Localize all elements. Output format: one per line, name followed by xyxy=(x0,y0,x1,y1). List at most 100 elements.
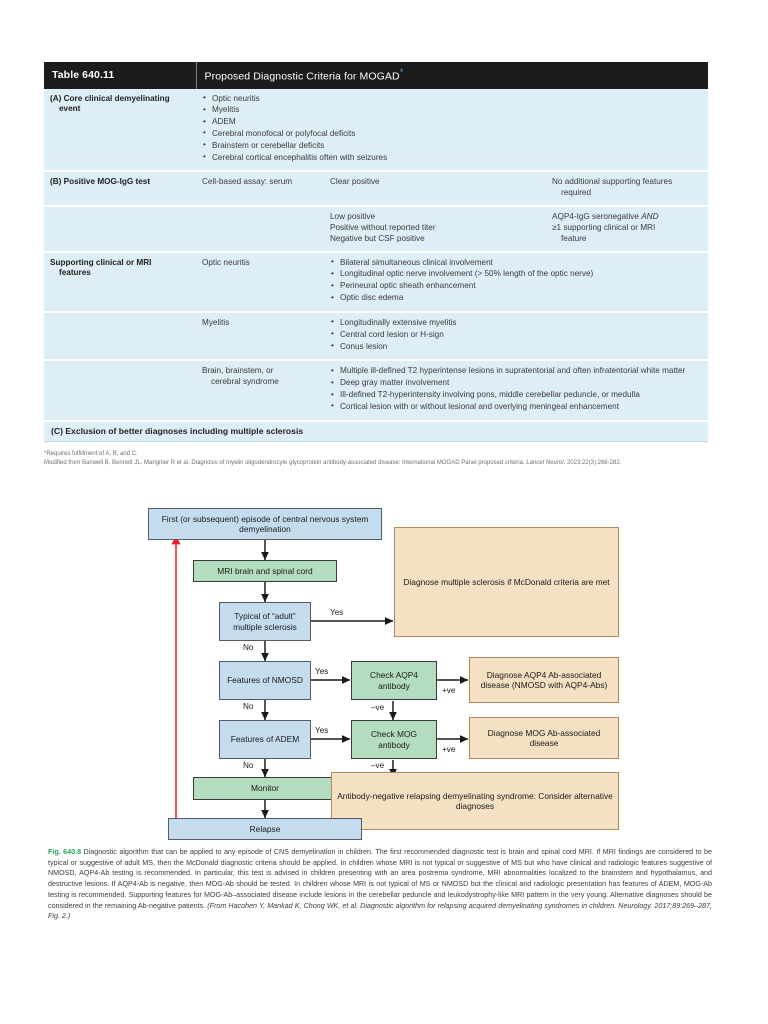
edge-label-neg-mog: –ve xyxy=(371,761,385,770)
node-typical-ms[interactable]: Typical of “adult” multiple sclerosis xyxy=(219,602,311,641)
table-title-text: Proposed Diagnostic Criteria for MOGAD xyxy=(204,70,400,83)
node-monitor-label: Monitor xyxy=(251,783,279,794)
requirement-line2: required xyxy=(561,188,592,198)
node-features-adem[interactable]: Features of ADEM xyxy=(219,720,311,759)
supporting-label-line1: Supporting clinical or MRI xyxy=(50,257,152,267)
node-diagnose-mog[interactable]: Diagnose MOG Ab-associated disease xyxy=(469,717,619,759)
list-item: Deep gray matter involvement xyxy=(330,378,702,389)
requirement-line1: AQP4-IgG seronegative AND xyxy=(552,212,702,223)
row-b2-requirement: AQP4-IgG seronegative AND ≥1 supporting … xyxy=(546,206,709,253)
row-s2-label xyxy=(44,311,196,362)
row-b-requirement: No additional supporting features requir… xyxy=(546,171,709,208)
requirement-line3: feature xyxy=(561,233,587,243)
row-a-label-line2: event xyxy=(59,104,81,114)
list-item: Optic neuritis xyxy=(202,93,702,105)
edge-label-pos-aqp4: +ve xyxy=(442,686,456,695)
node-antibody-negative[interactable]: Antibody-negative relapsing demyelinatin… xyxy=(331,772,619,830)
list-item: Cerebral monofocal or polyfocal deficits xyxy=(202,128,702,140)
category-line1: Brain, brainstem, or xyxy=(202,366,274,376)
node-features-nmosd[interactable]: Features of NMOSD xyxy=(219,661,311,700)
row-b-assay: Cell-based assay: serum xyxy=(196,171,324,208)
table-row: (C) Exclusion of better diagnoses includ… xyxy=(44,420,709,442)
table-row: Low positive Positive without reported t… xyxy=(44,206,709,253)
table-title: Proposed Diagnostic Criteria for MOGAD* xyxy=(196,62,709,89)
list-item: Longitudinally extensive myelitis xyxy=(330,317,702,329)
supporting-label-line2: features xyxy=(59,268,91,278)
node-check-mog-label: Check MOG antibody xyxy=(370,729,418,750)
table-row: (A) Core clinical demyelinating event Op… xyxy=(44,88,709,173)
bullet-list: Longitudinally extensive myelitis Centra… xyxy=(330,317,702,353)
supporting-bullets: Longitudinally extensive myelitis Centra… xyxy=(324,311,709,362)
row-s3-label xyxy=(44,360,196,422)
source-post: 2023;22(3):268-282. xyxy=(565,460,622,467)
requirement-line1: No additional supporting features xyxy=(552,177,673,187)
supporting-category: Brain, brainstem, or cerebral syndrome xyxy=(196,360,324,422)
criteria-table-container: Table 640.11 Proposed Diagnostic Criteri… xyxy=(44,62,709,442)
list-item: Longitudinal optic nerve involvement (> … xyxy=(330,269,702,280)
node-diagnose-mog-label: Diagnose MOG Ab-associated disease xyxy=(487,727,601,748)
list-item: Cerebral cortical encephalitis often wit… xyxy=(202,152,702,164)
row-b2-assay xyxy=(196,206,324,253)
node-diagnose-aqp4-label: Diagnose AQP4 Ab-associated disease (NMO… xyxy=(480,669,608,690)
edge-label-yes-adem: Yes xyxy=(315,726,329,735)
table-header-row: Table 640.11 Proposed Diagnostic Criteri… xyxy=(44,62,709,89)
node-episode-label: First (or subsequent) episode of central… xyxy=(161,513,369,534)
node-check-mog[interactable]: Check MOG antibody xyxy=(351,720,437,759)
supporting-category: Myelitis xyxy=(196,311,324,362)
edge-label-yes-nmosd: Yes xyxy=(315,667,329,676)
row-a-label-line1: (A) Core clinical demyelinating xyxy=(50,93,170,103)
result-line: Negative but CSF positive xyxy=(330,233,425,243)
bullet-list: Optic neuritis Myelitis ADEM Cerebral mo… xyxy=(202,93,702,164)
criteria-table: Table 640.11 Proposed Diagnostic Criteri… xyxy=(44,62,709,442)
node-monitor[interactable]: Monitor xyxy=(193,777,337,800)
table-row: (B) Positive MOG-IgG test Cell-based ass… xyxy=(44,171,709,208)
node-mri[interactable]: MRI brain and spinal cord xyxy=(193,560,337,582)
node-antibody-negative-label: Antibody-negative relapsing demyelinatin… xyxy=(337,790,613,811)
node-features-nmosd-label: Features of NMOSD xyxy=(227,675,303,686)
node-relapse-label: Relapse xyxy=(249,823,281,834)
source-journal: Lancet Neurol. xyxy=(526,460,566,467)
node-diagnose-ms-label: Diagnose multiple sclerosis if McDonald … xyxy=(403,576,610,587)
row-b-label: (B) Positive MOG-IgG test xyxy=(44,171,196,208)
list-item: Central cord lesion or H-sign xyxy=(330,329,702,341)
edge-label-no-ms: No xyxy=(243,643,254,652)
node-check-aqp4-label: Check AQP4 antibody xyxy=(370,670,418,691)
list-item: Conus lesion xyxy=(330,341,702,353)
edge-label-neg-aqp4: –ve xyxy=(371,703,385,712)
list-item: Perineural optic sheath enhancement xyxy=(330,281,702,292)
table-footnotes: *Requires fulfillment of A, B, and C. Mo… xyxy=(44,450,708,469)
title-asterisk: * xyxy=(399,67,404,77)
row-supporting-label: Supporting clinical or MRI features xyxy=(44,251,196,313)
table-row: Supporting clinical or MRI features Opti… xyxy=(44,251,709,313)
node-mri-label: MRI brain and spinal cord xyxy=(217,565,313,576)
node-diagnose-aqp4[interactable]: Diagnose AQP4 Ab-associated disease (NMO… xyxy=(469,657,619,703)
list-item: Bilateral simultaneous clinical involvem… xyxy=(330,257,702,269)
row-b2-label xyxy=(44,206,196,253)
edge-label-pos-mog: +ve xyxy=(442,745,456,754)
edge-label-yes-ms: Yes xyxy=(330,608,344,617)
table-row: Brain, brainstem, or cerebral syndrome M… xyxy=(44,360,709,422)
node-episode[interactable]: First (or subsequent) episode of central… xyxy=(148,508,382,540)
list-item: Myelitis xyxy=(202,105,702,116)
bullet-list: Multiple ill-defined T2 hyperintense les… xyxy=(330,366,702,412)
list-item: Multiple ill-defined T2 hyperintense les… xyxy=(330,366,702,377)
supporting-bullets: Multiple ill-defined T2 hyperintense les… xyxy=(324,360,709,422)
row-c-label: (C) Exclusion of better diagnoses includ… xyxy=(44,420,709,442)
footnote-source: Modified from Banwell B, Bennett JL, Mar… xyxy=(44,459,708,468)
row-a-label: (A) Core clinical demyelinating event xyxy=(44,88,196,173)
node-check-aqp4[interactable]: Check AQP4 antibody xyxy=(351,661,437,700)
table-row: Myelitis Longitudinally extensive myelit… xyxy=(44,311,709,362)
row-b2-results: Low positive Positive without reported t… xyxy=(324,206,546,253)
requirement-pre: AQP4-IgG seronegative xyxy=(552,212,642,222)
edge-label-no-adem: No xyxy=(243,761,254,770)
list-item: Cortical lesion with or without lesional… xyxy=(330,401,702,413)
node-diagnose-ms[interactable]: Diagnose multiple sclerosis if McDonald … xyxy=(394,527,619,637)
supporting-bullets: Bilateral simultaneous clinical involvem… xyxy=(324,251,709,313)
figure-caption: Fig. 640.8 Diagnostic algorithm that can… xyxy=(48,847,712,922)
list-item: ADEM xyxy=(202,117,702,128)
node-relapse[interactable]: Relapse xyxy=(168,818,362,840)
requirement-and: AND xyxy=(641,212,659,222)
row-b-result: Clear positive xyxy=(324,171,546,208)
edge-label-no-nmosd: No xyxy=(243,702,254,711)
caption-source: (From Hacohen Y, Mankad K, Chong WK, et … xyxy=(48,901,712,921)
